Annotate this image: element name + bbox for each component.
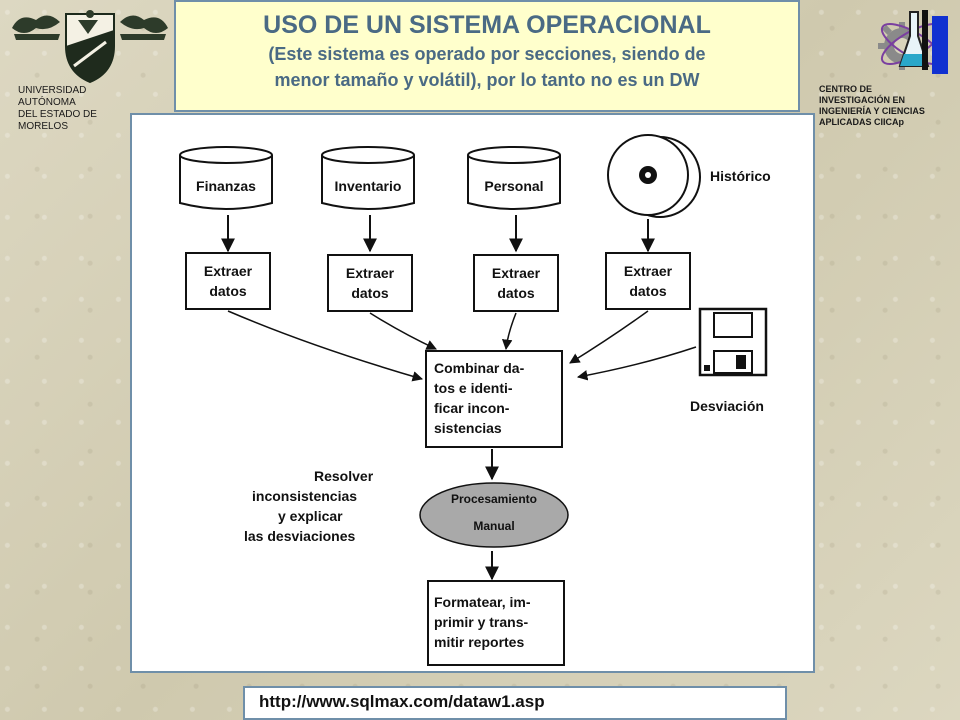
manual-line-1: Procesamiento xyxy=(451,492,537,506)
database-inventario: Inventario xyxy=(321,146,415,210)
database-label-finanzas: Finanzas xyxy=(196,178,256,194)
research-center-name: CENTRO DE INVESTIGACIÓN EN INGENIERÍA Y … xyxy=(819,84,925,127)
page-subtitle-line-2: menor tamaño y volátil), por lo tanto no… xyxy=(274,70,700,90)
resolve-line-3: y explicar xyxy=(278,508,343,524)
database-personal: Personal xyxy=(467,146,561,210)
extract-sublabel-1: datos xyxy=(209,283,247,299)
resolve-line-2: inconsistencias xyxy=(252,488,357,504)
format-line-1: Formatear, im- xyxy=(434,594,531,610)
resolve-line-4: las desviaciones xyxy=(244,528,356,544)
research-center-logo xyxy=(872,6,952,84)
database-label-inventario: Inventario xyxy=(335,178,402,194)
university-logo xyxy=(8,6,173,86)
resolve-text: Resolver inconsistencias y explicar las … xyxy=(244,468,374,544)
manual-line-2: Manual xyxy=(473,519,514,533)
source-url[interactable]: http://www.sqlmax.com/dataw1.asp xyxy=(243,686,787,720)
extract-label-3: Extraer xyxy=(492,265,541,281)
extract-sublabel-2: datos xyxy=(351,285,389,301)
resolve-line-1: Resolver xyxy=(314,468,374,484)
process-diagram: Finanzas Inventario Personal Histórico xyxy=(130,113,815,673)
title-panel: USO DE UN SISTEMA OPERACIONAL (Este sist… xyxy=(174,0,800,112)
extract-box-2: Extraer datos xyxy=(327,254,413,312)
format-reports-box: Formatear, im- primir y trans- mitir rep… xyxy=(427,580,565,666)
database-finanzas: Finanzas xyxy=(179,146,273,210)
extract-sublabel-3: datos xyxy=(497,285,535,301)
historic-label: Histórico xyxy=(710,168,771,184)
extract-sublabel-4: datos xyxy=(629,283,667,299)
database-label-personal: Personal xyxy=(484,178,543,194)
combine-line-2: tos e identi- xyxy=(434,380,513,396)
combine-data-box: Combinar da- tos e identi- ficar incon- … xyxy=(425,350,563,448)
floppy-disk-icon xyxy=(698,307,768,377)
university-name: UNIVERSIDAD AUTÓNOMA DEL ESTADO DE MOREL… xyxy=(18,85,97,132)
historic-disk-icon xyxy=(607,134,701,218)
extract-box-3: Extraer datos xyxy=(473,254,559,312)
combine-line-1: Combinar da- xyxy=(434,360,525,376)
deviation-label: Desviación xyxy=(690,398,764,414)
extract-box-1: Extraer datos xyxy=(185,252,271,310)
extract-label-4: Extraer xyxy=(624,263,673,279)
manual-processing-node: Procesamiento Manual xyxy=(419,482,569,548)
page-subtitle-line-1: (Este sistema es operado por secciones, … xyxy=(268,44,706,64)
combine-line-3: ficar incon- xyxy=(434,400,510,416)
format-line-3: mitir reportes xyxy=(434,634,524,650)
combine-line-4: sistencias xyxy=(434,420,502,436)
extract-label-1: Extraer xyxy=(204,263,253,279)
extract-box-4: Extraer datos xyxy=(605,252,691,310)
page-title: USO DE UN SISTEMA OPERACIONAL xyxy=(263,11,711,39)
extract-label-2: Extraer xyxy=(346,265,395,281)
format-line-2: primir y trans- xyxy=(434,614,528,630)
